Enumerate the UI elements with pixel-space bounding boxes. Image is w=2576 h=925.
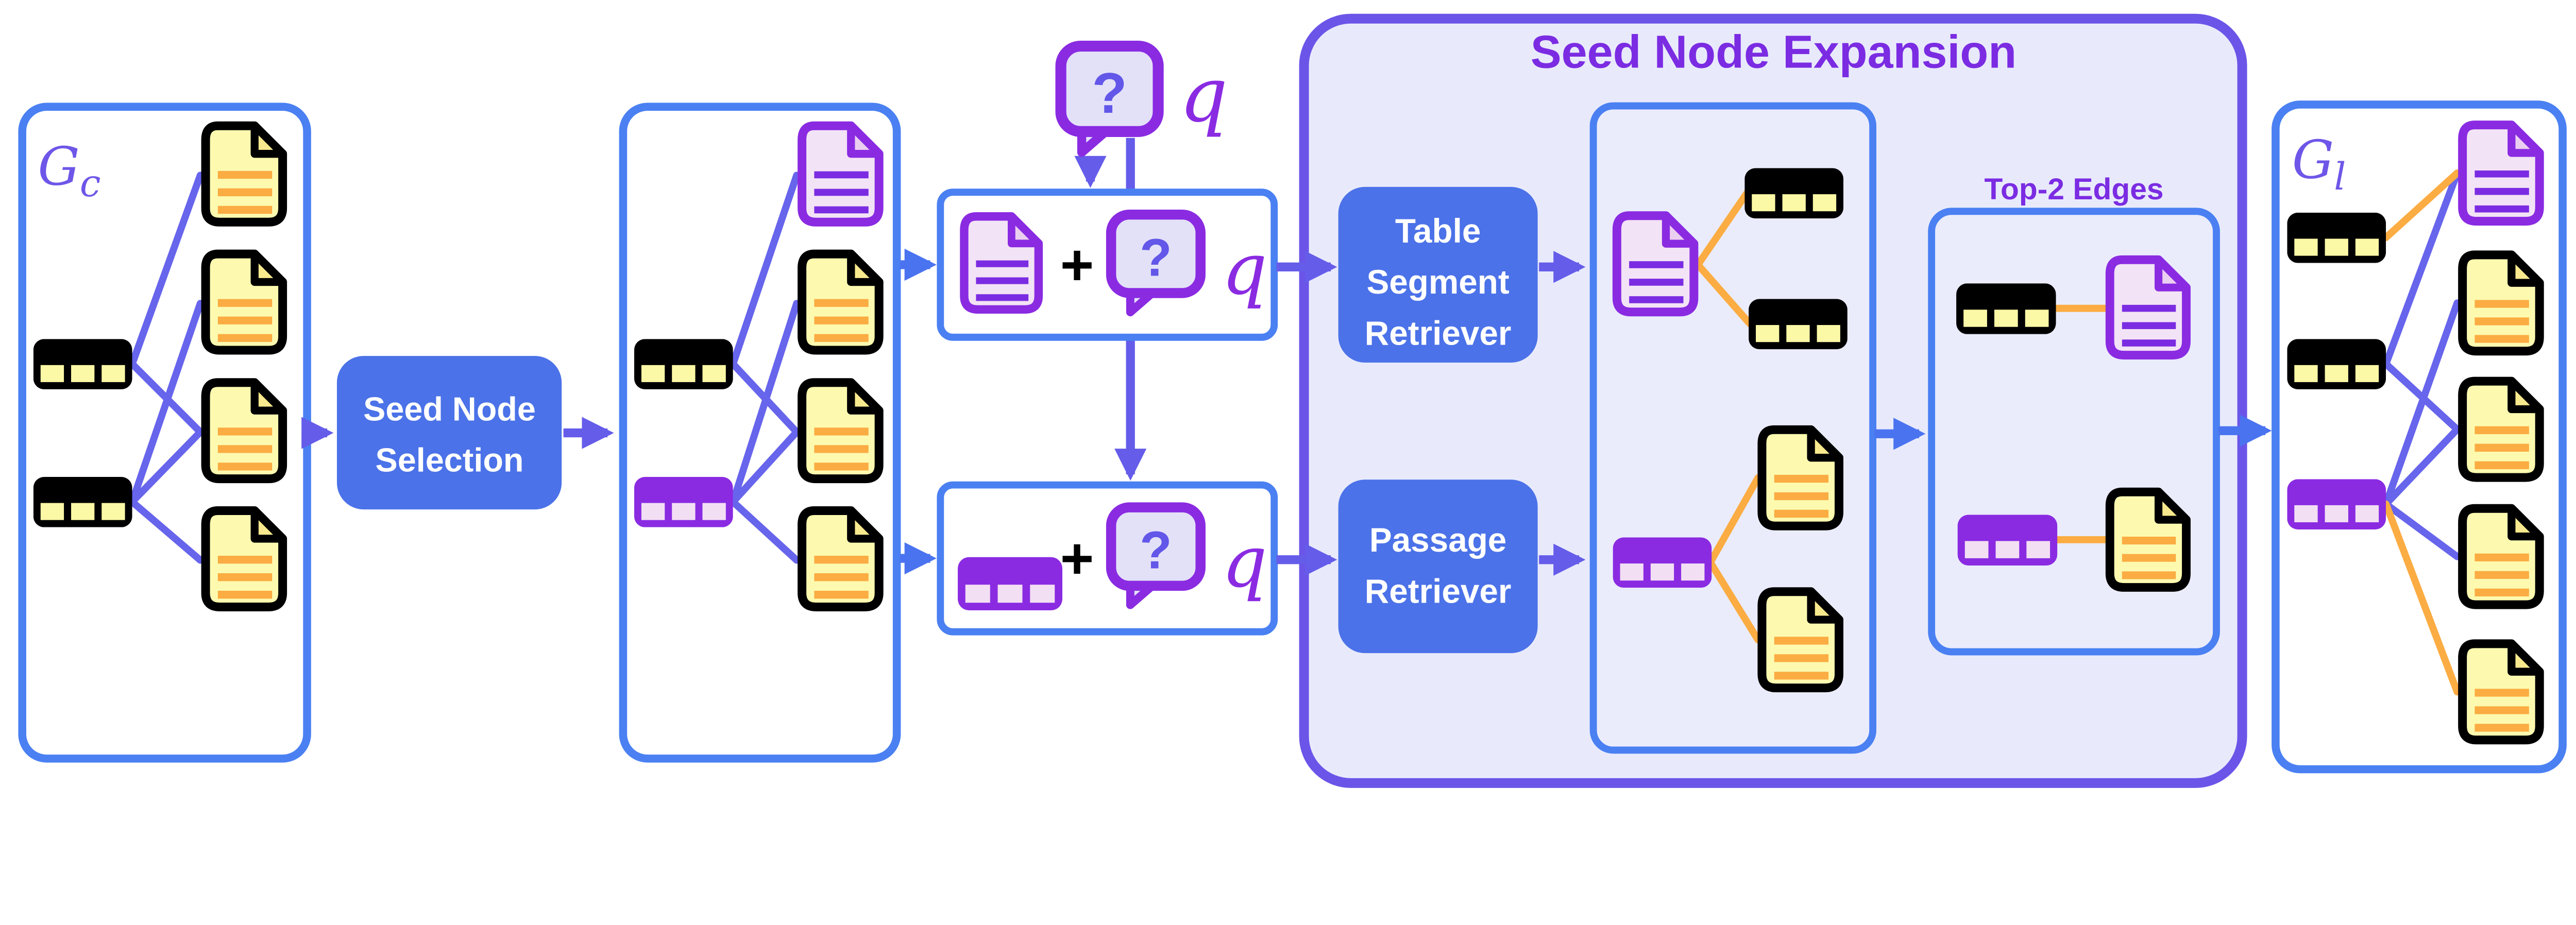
graph-coarse-panel: Gc [18, 102, 311, 763]
table-icon-black [634, 339, 733, 389]
document-icon-yellow-new [2463, 644, 2540, 740]
graph-edge [128, 498, 204, 564]
query-letter: q [1222, 521, 1267, 604]
document-icon-yellow [802, 511, 879, 607]
graph-edge [128, 172, 204, 368]
graph-edge [2382, 299, 2461, 508]
table-icon-black [1744, 168, 1844, 219]
query-letter: q [1179, 51, 1228, 139]
document-icon-purple-seed [802, 126, 879, 222]
graph-coarse-label: Gc [38, 136, 100, 205]
table-icon-purple-seed [1613, 537, 1712, 588]
document-icon-yellow [802, 383, 879, 479]
table-icon-purple-seed [2287, 479, 2386, 529]
graph-seeded-panel [619, 102, 901, 763]
table-query-box: + q [937, 189, 1278, 341]
table-icon-purple-seed [634, 477, 733, 527]
candidate-edge-orange [1706, 559, 1762, 644]
new-edge-orange [2382, 500, 2461, 696]
graph-edge [729, 498, 801, 564]
passage-retriever-box [1338, 479, 1538, 654]
table-icon-black [1956, 283, 2056, 334]
graph-edge [128, 428, 204, 506]
query-letter: q [1222, 228, 1267, 311]
table-icon-purple-seed [1957, 515, 2058, 566]
seed-node-selection-line2: Selection [376, 441, 524, 479]
document-icon-yellow [206, 383, 283, 479]
table-segment-retriever-box [1338, 186, 1538, 363]
graph-local-panel: Gl [2272, 100, 2567, 774]
seed-node-selection-box [336, 356, 562, 510]
flow-arrows [301, 248, 2272, 576]
passage-retriever-button: Passage Retriever [1338, 479, 1538, 654]
graph-edge [128, 300, 204, 506]
seed-expansion-pipeline-figure: ? Seed Node Expansion q Gc Seed Node Sel… [18, 13, 2567, 788]
graph-edge [729, 172, 801, 368]
table-segment-retriever-line2: Segment [1367, 263, 1510, 301]
document-icon-purple-seed [2463, 125, 2540, 221]
top2-edges-panel: Top-2 Edges [1928, 173, 2220, 656]
seed-node-selection-line1: Seed Node [363, 390, 536, 427]
graph-edge [2382, 169, 2461, 368]
graph-local-label: Gl [2292, 130, 2346, 199]
passage-retriever-line2: Retriever [1365, 573, 1512, 610]
passage-query-box: + q [937, 481, 1278, 636]
document-icon-yellow [2463, 255, 2540, 351]
document-icon-yellow [802, 254, 879, 350]
document-icon-yellow [206, 126, 283, 222]
expansion-results-panel [1589, 102, 1877, 754]
passage-retriever-line1: Passage [1369, 521, 1506, 559]
graph-edge [2382, 425, 2461, 508]
table-icon-purple-seed [958, 557, 1063, 611]
table-segment-retriever-line1: Table [1395, 212, 1481, 250]
table-icon-black [33, 477, 132, 527]
candidate-edge-orange [1694, 190, 1751, 268]
document-icon-yellow [206, 511, 283, 607]
table-icon-black [2287, 339, 2386, 389]
document-icon-yellow [2110, 492, 2186, 587]
document-icon-purple-seed [2110, 260, 2186, 355]
top2-edges-title: Top-2 Edges [1985, 173, 2164, 206]
graph-edge [729, 428, 801, 506]
candidate-edge-orange [1694, 261, 1754, 328]
table-icon-black [1749, 299, 1848, 350]
plus-sign: + [1060, 232, 1094, 297]
question-bubble-icon [1111, 507, 1201, 605]
table-icon-black [33, 339, 132, 389]
table-segment-retriever-button: Table Segment Retriever [1338, 186, 1538, 363]
plus-sign: + [1060, 526, 1094, 591]
graph-edge [729, 300, 801, 506]
table-segment-retriever-line3: Retriever [1365, 314, 1512, 352]
document-icon-yellow [1762, 592, 1839, 688]
figure-canvas: ? Seed Node Expansion q Gc Seed Node Sel… [18, 13, 2567, 788]
document-icon-yellow [206, 254, 283, 350]
table-icon-black-new [2287, 212, 2386, 263]
document-icon-yellow [2463, 508, 2540, 605]
seed-node-selection-button: Seed Node Selection [336, 356, 562, 510]
document-icon-yellow [1762, 430, 1839, 526]
question-bubble-icon [1111, 215, 1201, 312]
document-icon-purple-seed [964, 216, 1038, 310]
new-edge-orange [2382, 169, 2461, 242]
document-icon-yellow [2463, 381, 2540, 477]
seed-node-expansion-title: Seed Node Expansion [1531, 26, 2016, 78]
candidate-edge-orange [1706, 474, 1762, 566]
graph-edge [2382, 500, 2461, 560]
question-bubble-icon [1061, 46, 1158, 152]
document-icon-purple-seed [1617, 216, 1694, 312]
